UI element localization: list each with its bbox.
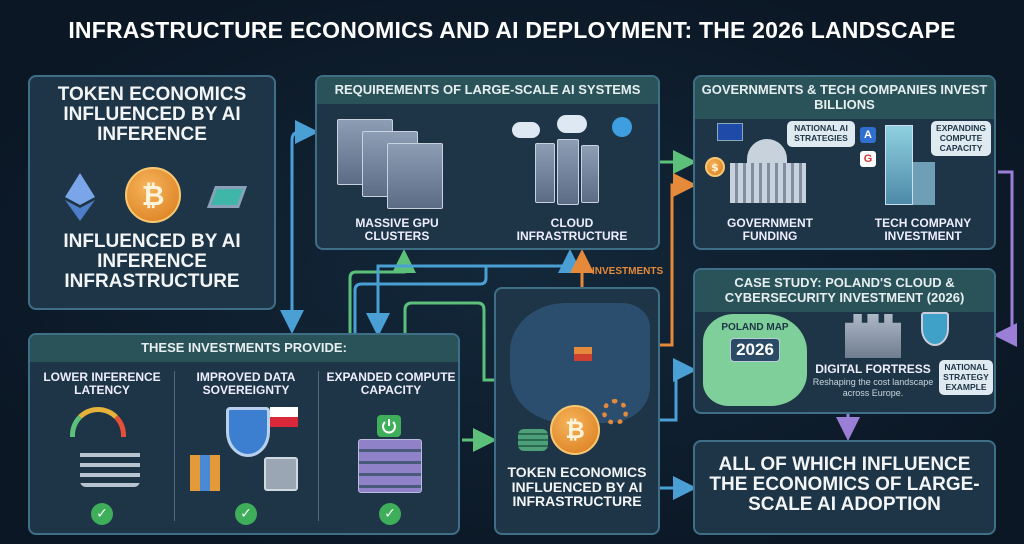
digital-fortress-title: DIGITAL FORTRESS bbox=[815, 362, 931, 376]
token-economics-panel: TOKEN ECONOMICS INFLUENCED BY AI INFEREN… bbox=[28, 75, 276, 310]
arrow-provides-to-map-green bbox=[403, 301, 494, 382]
power-icon bbox=[377, 415, 401, 437]
speedometer-icon bbox=[70, 407, 126, 437]
requirement-cloud-label: CLOUD INFRASTRUCTURE bbox=[516, 216, 628, 244]
check-icon: ✓ bbox=[379, 503, 401, 525]
conclusion-text: ALL OF WHICH INFLUENCE THE ECONOMICS OF … bbox=[709, 454, 980, 515]
provide-sovereignty-label: IMPROVED DATA SOVEREIGNTY bbox=[196, 370, 296, 398]
check-icon: ✓ bbox=[91, 503, 113, 525]
chip-icon bbox=[205, 177, 249, 217]
requirements-heading: REQUIREMENTS OF LARGE-SCALE AI SYSTEMS bbox=[317, 77, 658, 104]
poland-map-label: POLAND MAP bbox=[721, 322, 789, 333]
dollar-coin-icon: $ bbox=[705, 157, 725, 177]
investments-arrow-label: INVESTMENTS bbox=[592, 266, 664, 277]
arrow-token-to-requirements bbox=[290, 120, 319, 322]
europe-map-panel: ₿ TOKEN ECONOMICS INFLUENCED BY AI INFRA… bbox=[494, 287, 660, 535]
case-study-panel: CASE STUDY: POLAND'S CLOUD & CYBERSECURI… bbox=[693, 268, 996, 414]
poland-highlight bbox=[574, 347, 592, 361]
eu-flag-icon bbox=[717, 123, 743, 141]
provides-panel: THESE INVESTMENTS PROVIDE: LOWER INFEREN… bbox=[28, 333, 460, 535]
arrow-cloud-to-provides bbox=[366, 264, 580, 337]
fortress-icon bbox=[845, 314, 901, 358]
provides-heading: THESE INVESTMENTS PROVIDE: bbox=[30, 335, 458, 362]
national-strategy-bubble: NATIONAL STRATEGY EXAMPLE bbox=[939, 360, 993, 396]
data-cubes-icon bbox=[190, 455, 220, 491]
case-study-heading: CASE STUDY: POLAND'S CLOUD & CYBERSECURI… bbox=[695, 270, 994, 312]
column-divider bbox=[318, 371, 319, 521]
requirements-panel: REQUIREMENTS OF LARGE-SCALE AI SYSTEMS M… bbox=[315, 75, 660, 250]
tech-company-investment-label: TECH COMPANY INVESTMENT bbox=[874, 216, 972, 244]
column-divider bbox=[174, 371, 175, 521]
map-panel-label: TOKEN ECONOMICS INFLUENCED BY AI INFRAST… bbox=[507, 464, 647, 510]
provide-latency-label: LOWER INFERENCE LATENCY bbox=[43, 370, 161, 398]
arrow-map-to-case bbox=[660, 358, 697, 422]
token-subheading: INFLUENCED BY AI INFERENCE INFRASTRUCTUR… bbox=[63, 231, 241, 292]
ethereum-icon bbox=[60, 172, 100, 222]
token-heading: TOKEN ECONOMICS INFLUENCED BY AI INFEREN… bbox=[57, 84, 247, 145]
arrow-provides-to-gpu bbox=[348, 249, 416, 333]
arrow-map-to-invest bbox=[660, 173, 697, 347]
poland-flag-icon bbox=[270, 407, 298, 427]
bitcoin-icon: ₿ bbox=[550, 405, 600, 455]
expanding-compute-bubble: EXPANDING COMPUTE CAPACITY bbox=[931, 121, 991, 157]
investment-heading: GOVERNMENTS & TECH COMPANIES INVEST BILL… bbox=[695, 77, 994, 119]
national-ai-strategies-bubble: NATIONAL AI STRATEGIES bbox=[787, 121, 855, 147]
shield-icon bbox=[921, 312, 949, 346]
gear-icon bbox=[602, 399, 628, 425]
tech-logo-g: G bbox=[860, 151, 876, 167]
arrow-invest-to-case bbox=[993, 170, 1017, 347]
conclusion-panel: ALL OF WHICH INFLUENCE THE ECONOMICS OF … bbox=[693, 440, 996, 535]
provide-compute-label: EXPANDED COMPUTE CAPACITY bbox=[326, 370, 456, 398]
poland-map-group: POLAND MAP 2026 bbox=[709, 322, 801, 362]
safe-icon bbox=[264, 457, 298, 491]
year-badge: 2026 bbox=[730, 338, 780, 362]
arrow-provides-to-cloud bbox=[353, 249, 582, 333]
shield-lock-icon bbox=[226, 407, 270, 457]
bitcoin-icon: ₿ bbox=[125, 167, 181, 223]
requirement-gpu-label: MASSIVE GPU CLUSTERS bbox=[355, 216, 439, 244]
europe-map-icon bbox=[510, 303, 650, 423]
investment-panel: GOVERNMENTS & TECH COMPANIES INVEST BILL… bbox=[693, 75, 996, 250]
government-funding-label: GOVERNMENT FUNDING bbox=[726, 216, 813, 244]
page-title: INFRASTRUCTURE ECONOMICS AND AI DEPLOYME… bbox=[68, 17, 956, 43]
rockets-icon bbox=[80, 447, 140, 487]
coin-stack-icon bbox=[518, 429, 548, 451]
fortress-text-group: DIGITAL FORTRESS Reshaping the cost land… bbox=[811, 362, 935, 399]
check-icon: ✓ bbox=[235, 503, 257, 525]
tech-logo-a: A bbox=[860, 127, 876, 143]
digital-fortress-desc: Reshaping the cost landscape across Euro… bbox=[812, 377, 934, 398]
